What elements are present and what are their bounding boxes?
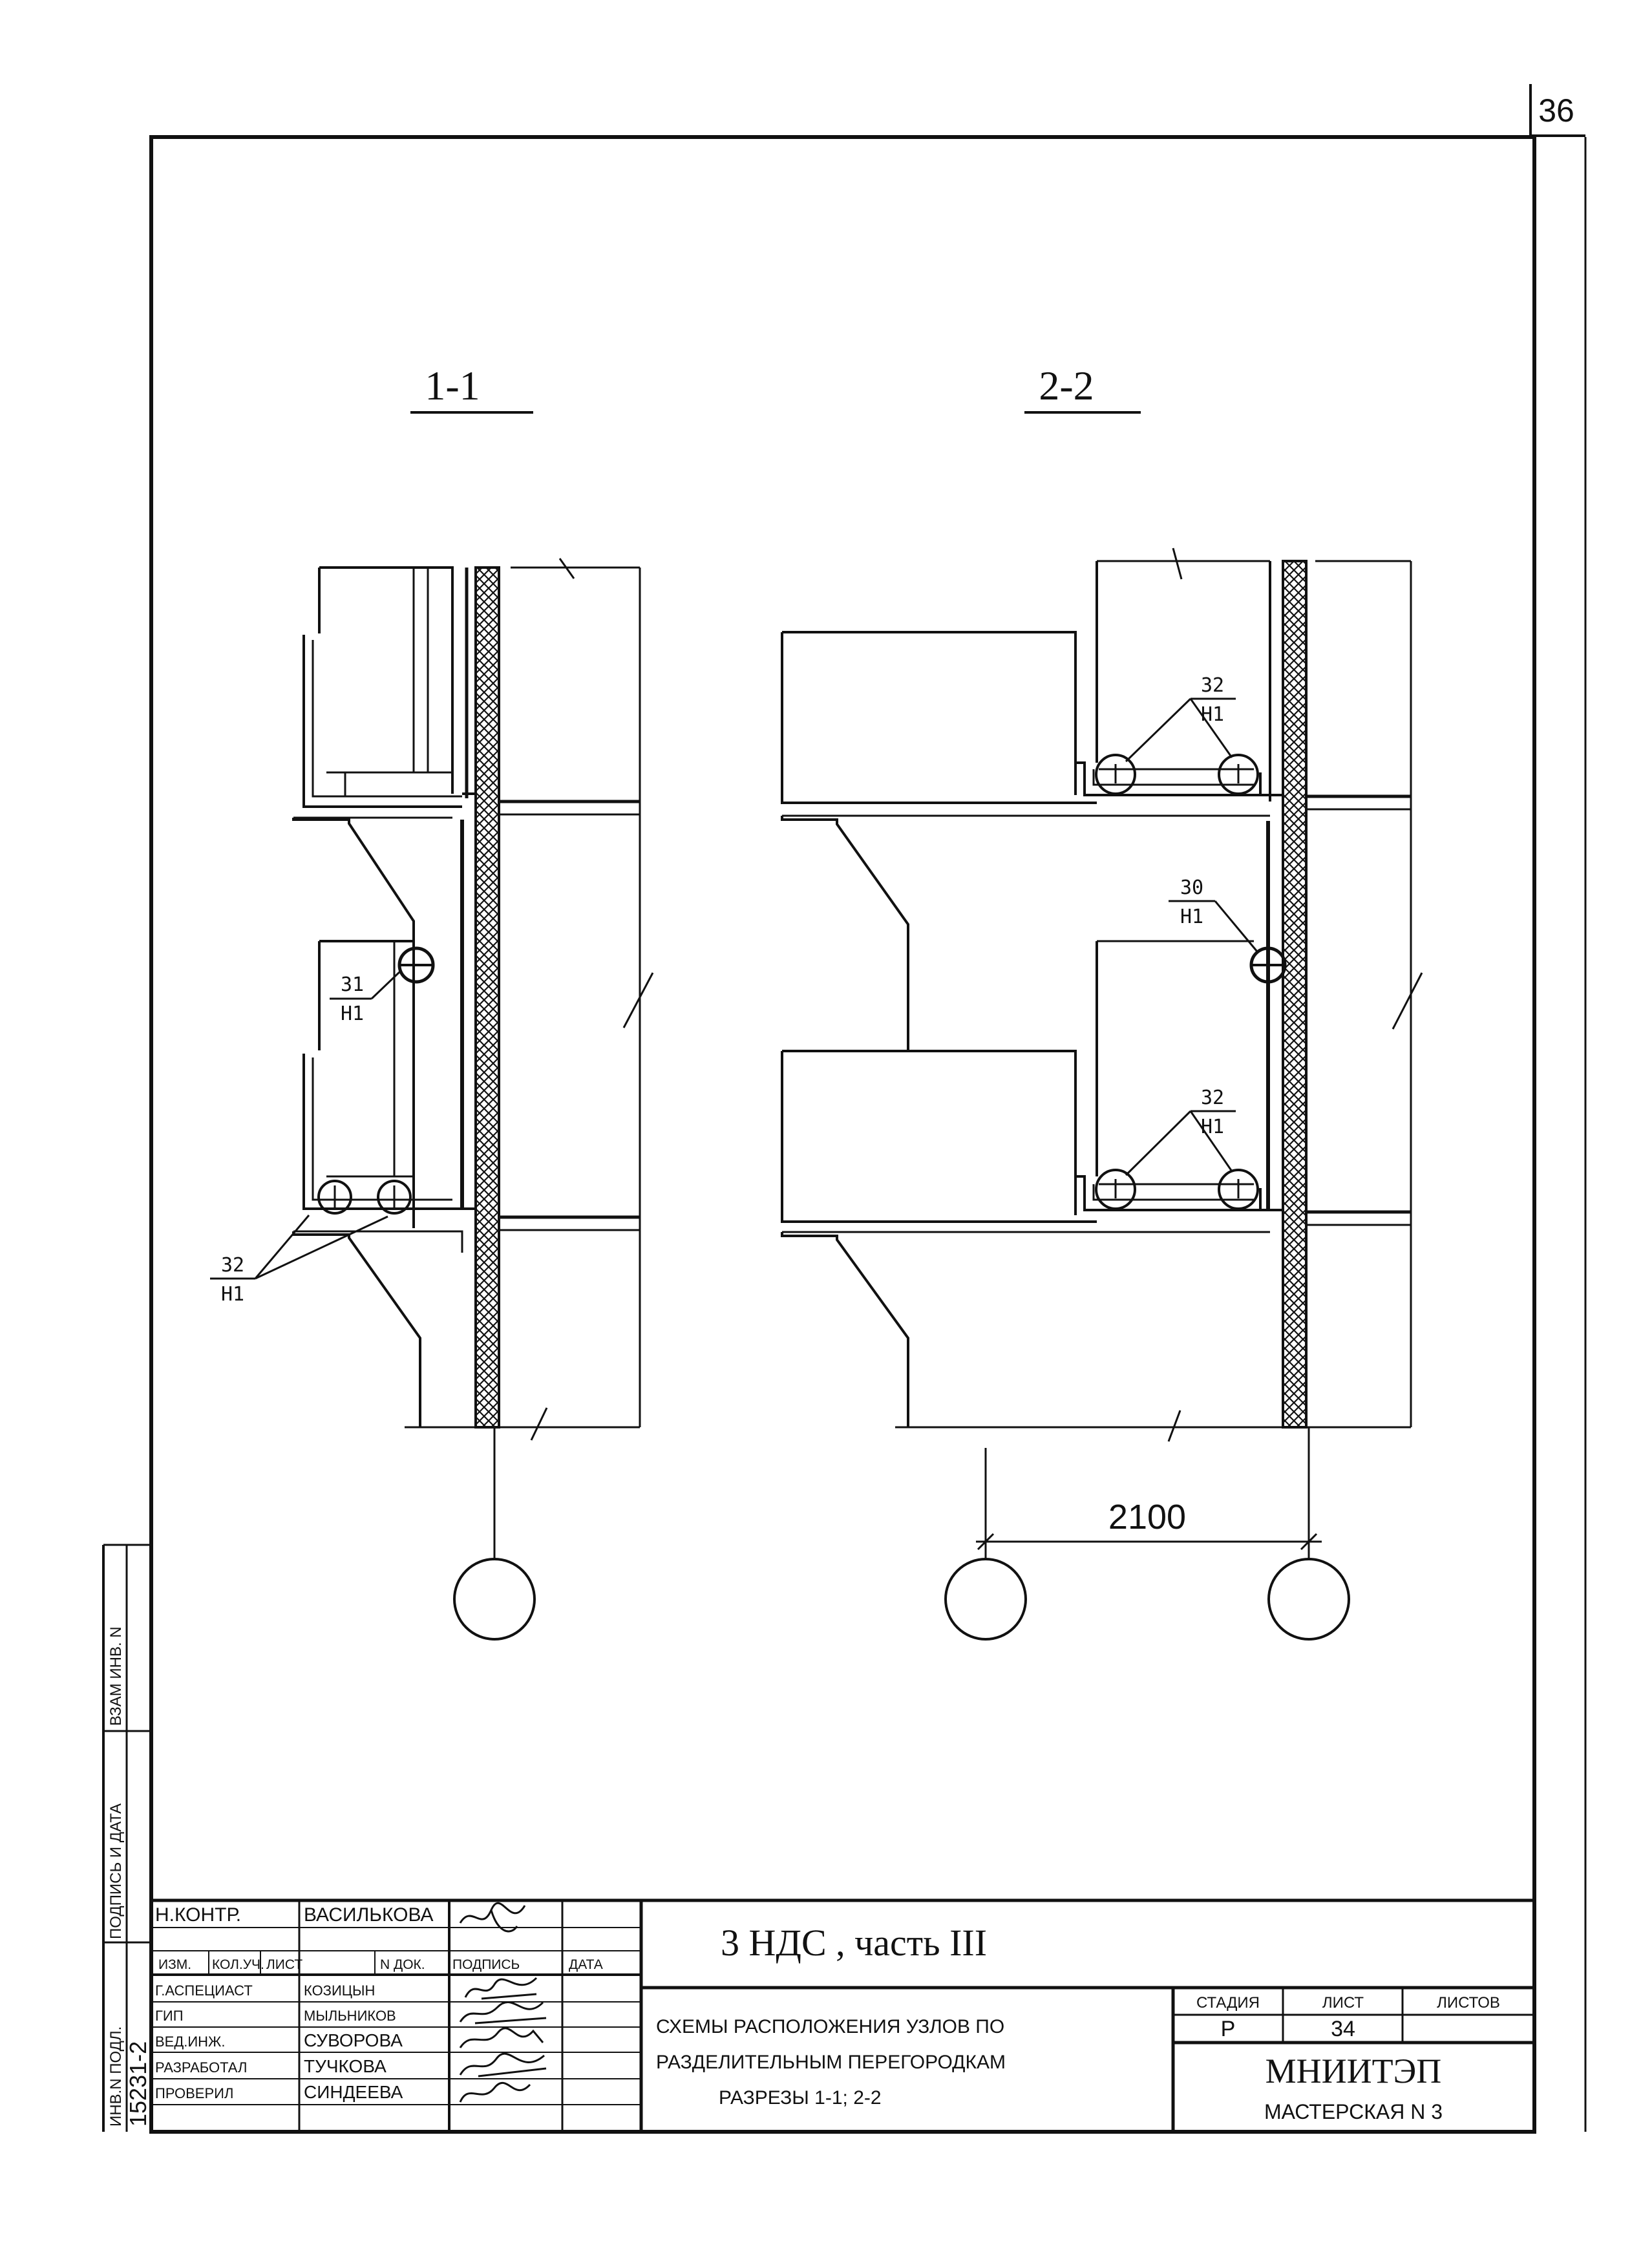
page-number: 36 (1538, 92, 1574, 129)
workshop-name: МАСТЕРСКАЯ N 3 (1264, 2100, 1443, 2123)
svg-text:ПОДПИСЬ: ПОДПИСЬ (452, 1957, 520, 1972)
svg-text:ДАТА: ДАТА (569, 1957, 603, 1972)
grid-axis-bubble (944, 1558, 1027, 1641)
signatures (459, 1902, 547, 2103)
inv-podl-label: ИНВ.N ПОДЛ. (107, 2026, 125, 2127)
node-circle (1218, 1169, 1259, 1210)
svg-text:ВЕД.ИНЖ.: ВЕД.ИНЖ. (155, 2034, 226, 2050)
section-1-1-title: 1-1 (425, 363, 480, 409)
svg-text:КОЛ.УЧ.: КОЛ.УЧ. (212, 1957, 264, 1972)
stage-label: СТАДИЯ (1196, 1994, 1260, 2012)
svg-text:Н1: Н1 (1201, 1116, 1224, 1138)
svg-text:31: 31 (341, 973, 364, 996)
svg-text:РАЗРАБОТАЛ: РАЗРАБОТАЛ (155, 2059, 247, 2076)
svg-text:ГИП: ГИП (155, 2008, 184, 2024)
svg-text:Н1: Н1 (1180, 906, 1203, 928)
dimension-2100: 2100 (976, 1498, 1322, 1551)
insulation-column-2 (1282, 560, 1308, 1429)
drawing-frame (149, 135, 1536, 2134)
svg-text:Н1: Н1 (1201, 703, 1224, 726)
section-1-1: 1-1 (210, 363, 654, 1641)
title-block-header: ИЗМ. КОЛ.УЧ. ЛИСТ N ДОК. ПОДПИСЬ ДАТА (158, 1957, 603, 1972)
svg-text:КОЗИЦЫН: КОЗИЦЫН (304, 1982, 375, 1999)
organization-name: МНИИТЭП (1265, 2052, 1442, 2090)
drawing-title-line-1: СХЕМЫ РАСПОЛОЖЕНИЯ УЗЛОВ ПО (656, 2016, 1004, 2037)
inv-podl-value: 15231-2 (125, 2041, 151, 2127)
drawing-title-line-3: РАЗРЕЗЫ 1-1; 2-2 (719, 2087, 882, 2109)
callout-30-h1: 30 Н1 (1169, 877, 1258, 952)
svg-text:32: 32 (1201, 674, 1224, 697)
svg-text:СУВОРОВА: СУВОРОВА (304, 2030, 403, 2050)
svg-text:ЛИСТ: ЛИСТ (266, 1957, 302, 1972)
sheet-value: 34 (1331, 2017, 1355, 2041)
svg-text:МЫЛЬНИКОВ: МЫЛЬНИКОВ (304, 2008, 396, 2024)
project-name: 3 НДС , часть III (721, 1922, 987, 1964)
node-circle (317, 1180, 352, 1215)
signature-rows: Г.АСПЕЦИАСТ КОЗИЦЫН ГИП МЫЛЬНИКОВ ВЕД.ИН… (155, 1982, 403, 2102)
sheet-label: ЛИСТ (1322, 1994, 1364, 2012)
stage-value: Р (1221, 2017, 1236, 2041)
svg-text:32: 32 (1201, 1087, 1224, 1109)
node-circle (1095, 1169, 1136, 1210)
sheets-label: ЛИСТОВ (1437, 1994, 1500, 2012)
svg-text:30: 30 (1180, 877, 1203, 899)
left-binding-strip: ИНВ.N ПОДЛ. 15231-2 ПОДПИСЬ И ДАТА ВЗАМ … (102, 1544, 151, 2132)
svg-text:ТУЧКОВА: ТУЧКОВА (304, 2056, 387, 2076)
svg-text:32: 32 (221, 1254, 244, 1277)
vzam-inv-label: ВЗАМ ИНВ. N (107, 1626, 125, 1726)
grid-axis-bubble (1267, 1558, 1350, 1641)
page-number-box: 36 (1529, 84, 1585, 137)
insulation-column-1 (474, 566, 500, 1429)
n-kontr-role: Н.КОНТР. (155, 1904, 241, 1926)
drawing-title-line-2: РАЗДЕЛИТЕЛЬНЫМ ПЕРЕГОРОДКАМ (656, 2052, 1006, 2073)
callout-31-h1: 31 Н1 (330, 970, 402, 1025)
callout-32-h1-upper: 32 Н1 (1125, 674, 1236, 763)
svg-text:Н1: Н1 (221, 1283, 244, 1306)
podpis-data-label: ПОДПИСЬ И ДАТА (107, 1803, 125, 1939)
svg-text:N ДОК.: N ДОК. (380, 1957, 425, 1972)
node-circle (377, 1180, 412, 1215)
section-2-2: 2-2 (781, 363, 1423, 1641)
callout-32-h1-lower: 32 Н1 (1125, 1087, 1236, 1176)
dimension-value: 2100 (1108, 1498, 1186, 1536)
svg-text:СИНДЕЕВА: СИНДЕЕВА (304, 2082, 403, 2102)
section-2-2-title: 2-2 (1039, 363, 1094, 409)
node-circle (1218, 754, 1259, 795)
n-kontr-name: ВАСИЛЬКОВА (304, 1904, 433, 1926)
node-circle (1095, 754, 1136, 795)
svg-text:ИЗМ.: ИЗМ. (158, 1957, 191, 1972)
grid-axis-bubble (453, 1558, 536, 1641)
svg-text:Н1: Н1 (341, 1003, 364, 1025)
callout-32-h1: 32 Н1 (210, 1215, 388, 1306)
title-block: Н.КОНТР. ВАСИЛЬКОВА ИЗМ. КОЛ.УЧ. ЛИСТ N … (151, 1898, 1534, 2132)
svg-text:Г.АСПЕЦИАСТ: Г.АСПЕЦИАСТ (155, 1982, 253, 1999)
svg-text:ПРОВЕРИЛ: ПРОВЕРИЛ (155, 2085, 233, 2101)
